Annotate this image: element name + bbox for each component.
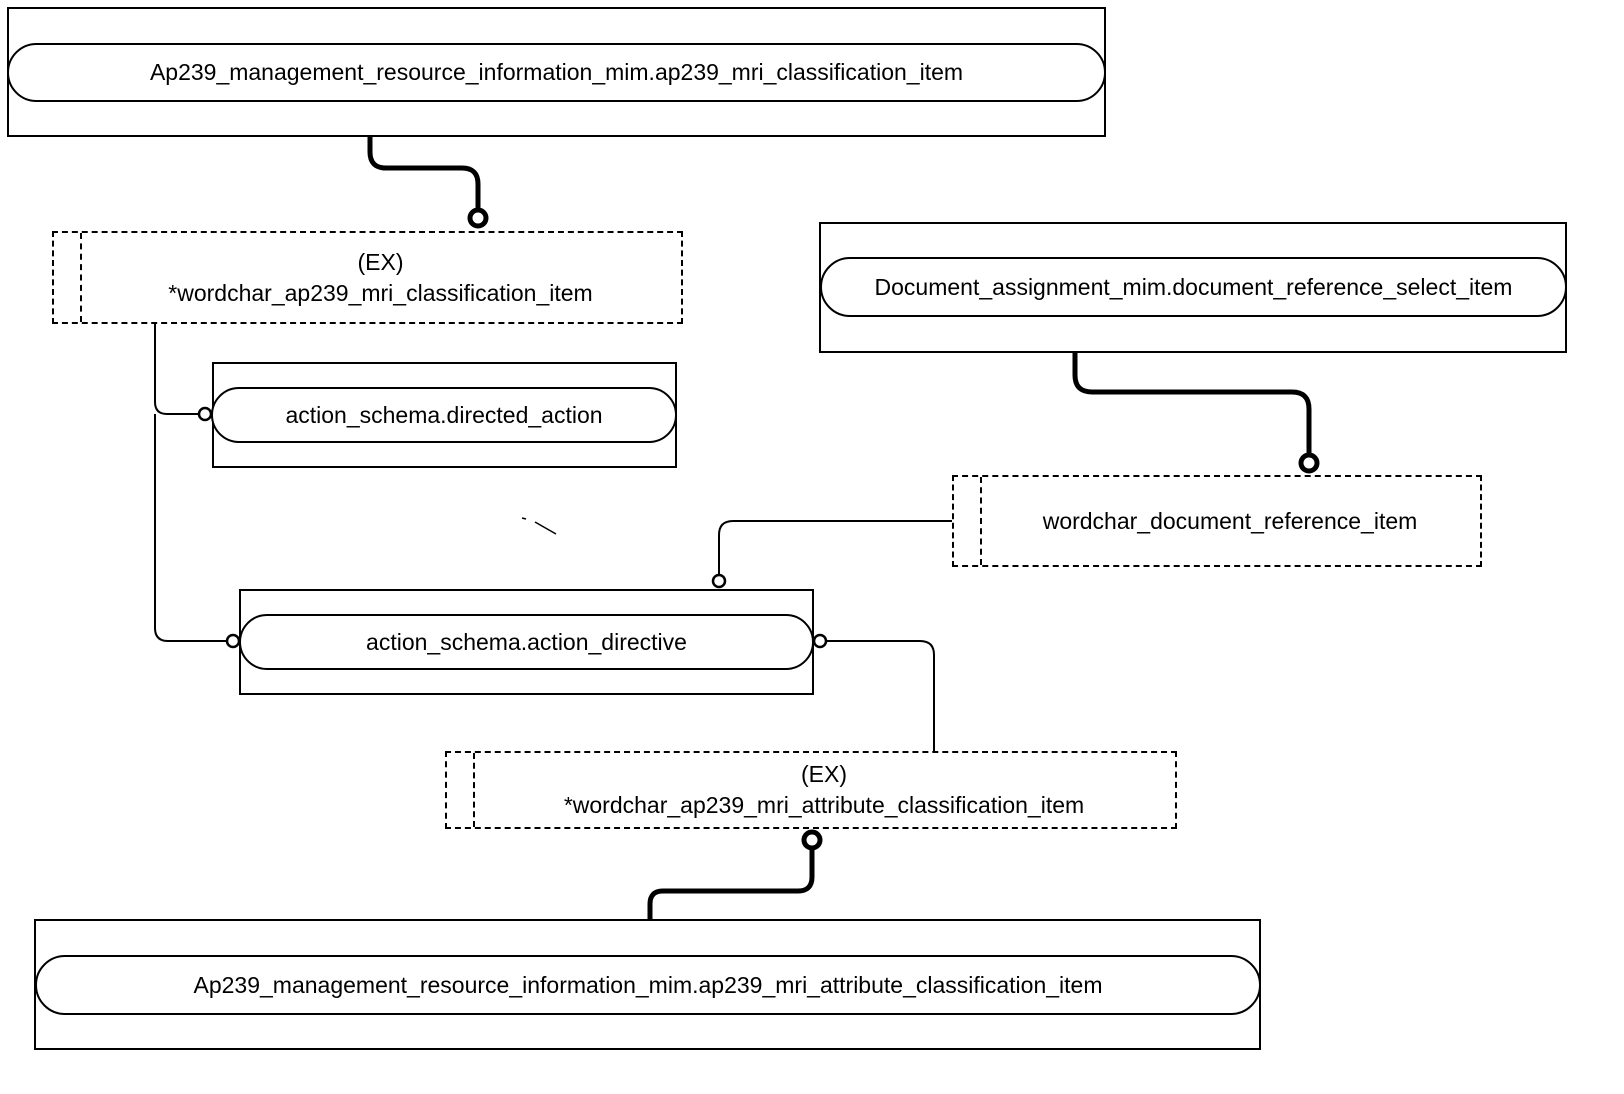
relation-end-circle [711,573,727,589]
node-document-reference-select-item[interactable]: Document_assignment_mim.document_referen… [820,257,1567,317]
node-action-directive[interactable]: action_schema.action_directive [239,614,814,670]
select-type-bar [80,233,82,322]
node-mri-attribute-classification-item[interactable]: Ap239_management_resource_information_mi… [35,955,1261,1015]
node-label: wordchar_document_reference_item [1042,507,1418,534]
connector-directed-action [154,324,198,415]
node-label: Document_assignment_mim.document_referen… [874,273,1513,300]
connector-action-directive [154,414,226,642]
relation-end-circle [1298,452,1320,474]
node-label: *wordchar_ap239_mri_attribute_classifica… [563,792,1085,818]
select-type-bar [473,753,475,827]
relation-end-circle [467,207,489,229]
connector-directive-to-attr [827,640,935,751]
extensible-tag: (EX) [357,248,404,275]
relation-end-circle [225,633,241,649]
node-mri-classification-item[interactable]: Ap239_management_resource_information_mi… [7,43,1106,102]
node-directed-action[interactable]: action_schema.directed_action [211,387,677,443]
node-label: action_schema.action_directive [366,628,687,655]
connector-doc-ref-to-directive [718,520,952,575]
connector-mri-classification [367,137,481,210]
relation-end-circle [801,829,823,851]
node-label: action_schema.directed_action [285,401,603,428]
connector-mri-attribute-classification [647,848,815,920]
node-wordchar-mri-attribute-classification-item[interactable]: (EX) *wordchar_ap239_mri_attribute_class… [445,751,1177,829]
node-label: Ap239_management_resource_information_mi… [193,971,1103,998]
node-label: *wordchar_ap239_mri_classification_item [168,279,593,306]
connector-document-reference [1072,352,1312,455]
node-label: Ap239_management_resource_information_mi… [149,59,964,85]
node-wordchar-mri-classification-item[interactable]: (EX) *wordchar_ap239_mri_classification_… [52,231,683,324]
relation-end-circle [197,406,213,422]
extensible-tag: (EX) [801,761,847,787]
relation-end-circle [812,633,828,649]
node-wordchar-document-reference-item[interactable]: wordchar_document_reference_item [952,475,1482,567]
stray-mark [521,517,557,535]
select-type-bar [980,477,982,565]
